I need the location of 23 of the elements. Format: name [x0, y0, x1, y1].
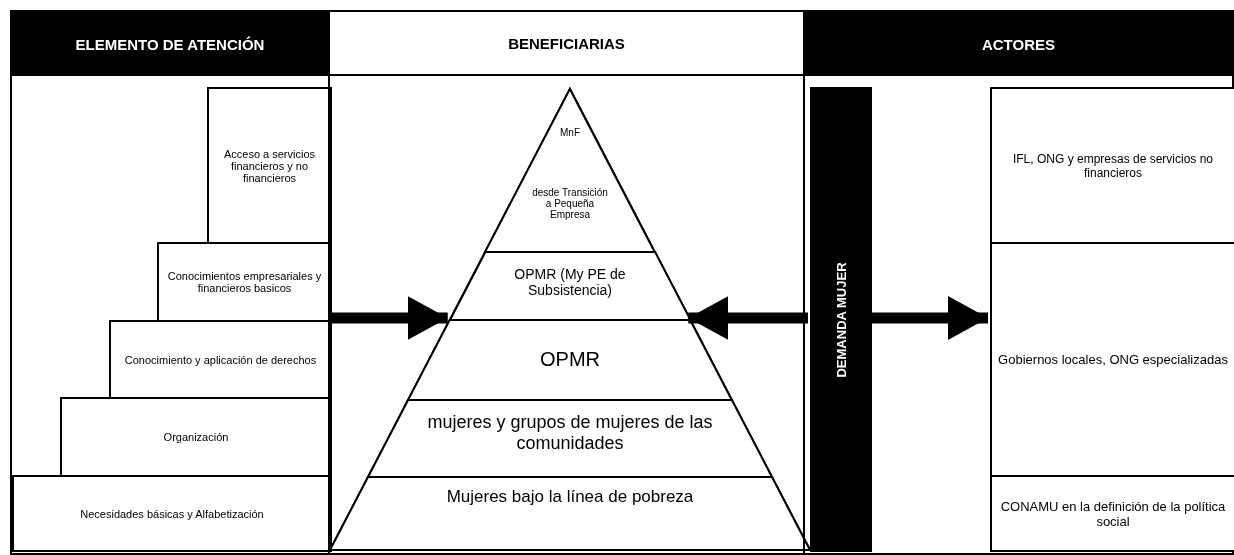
column-header: ACTORES [805, 12, 1232, 76]
text-box: Organización [60, 397, 332, 477]
side-bar [810, 87, 872, 552]
text-box: Gobiernos locales, ONG especializadas [990, 242, 1234, 477]
arrow [870, 296, 988, 340]
level-label: Mujeres bajo la línea de pobreza [445, 487, 695, 507]
arrow [330, 296, 448, 340]
column-header: ELEMENTO DE ATENCIÓN [12, 12, 328, 76]
text-box: Necesidades básicas y Alfabetización [12, 475, 332, 552]
text-box: Acceso a servicios financieros y no financieros [207, 87, 332, 244]
level-label: OPMR [539, 348, 601, 371]
bar-label: DEMANDA MUJER [833, 261, 849, 378]
level-label: OPMR (My PE de Subsistencia) [513, 266, 627, 298]
level-label: mujeres y grupos de mujeres de las comunidades [426, 412, 714, 454]
level-label: desde Transición a Pequeña Empresa [531, 187, 609, 220]
level-label: MnF [559, 127, 581, 138]
text-box: CONAMU en la definición de la política social [990, 475, 1234, 552]
arrow [688, 296, 808, 340]
column-panel [803, 10, 1234, 555]
text-box: Conocimientos empresariales y financieros basicos [157, 242, 332, 322]
column-panel [10, 10, 330, 555]
text-box: IFL, ONG y empresas de servicios no financieros [990, 87, 1234, 244]
text-box: Conocimiento y aplicación de derechos [109, 320, 332, 399]
